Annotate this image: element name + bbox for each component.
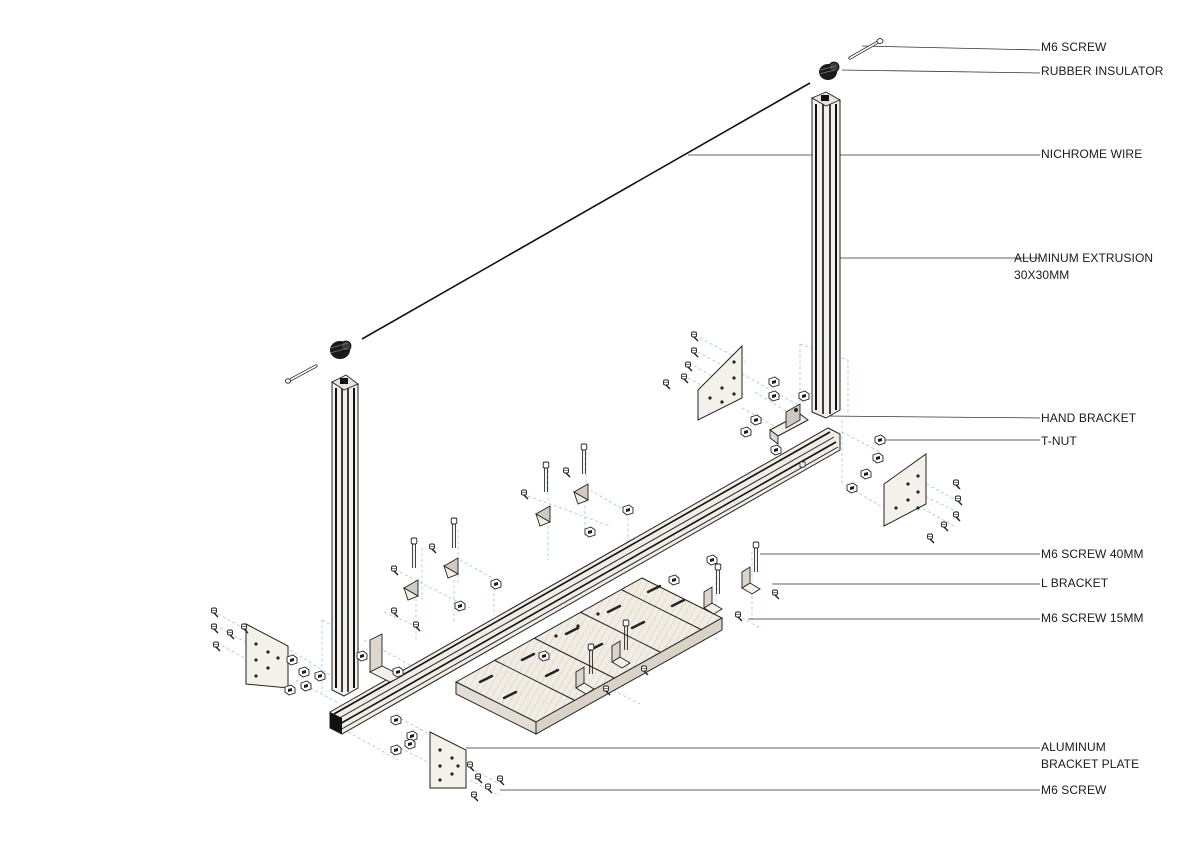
base-extrusion xyxy=(329,427,841,735)
m6-screw-left-part xyxy=(284,364,318,384)
cutting-bed-plates xyxy=(454,577,724,735)
bracket-plate-right xyxy=(846,434,963,544)
rubber-insulator-part xyxy=(818,61,840,80)
bracket-plate-top-right xyxy=(662,331,810,438)
nichrome-wire-line xyxy=(361,82,811,340)
hand-bracket-part xyxy=(769,403,809,456)
m6-screw-top-part xyxy=(848,38,884,60)
rubber-insulator-left-part xyxy=(329,340,352,359)
aluminum-extrusion-right xyxy=(810,91,842,419)
aluminum-extrusion-left xyxy=(331,374,359,697)
left-l-bracket xyxy=(356,633,404,683)
bracket-plate-bottom xyxy=(390,714,505,802)
leader-lines xyxy=(466,45,1041,791)
bracket-plate-left xyxy=(210,607,326,696)
